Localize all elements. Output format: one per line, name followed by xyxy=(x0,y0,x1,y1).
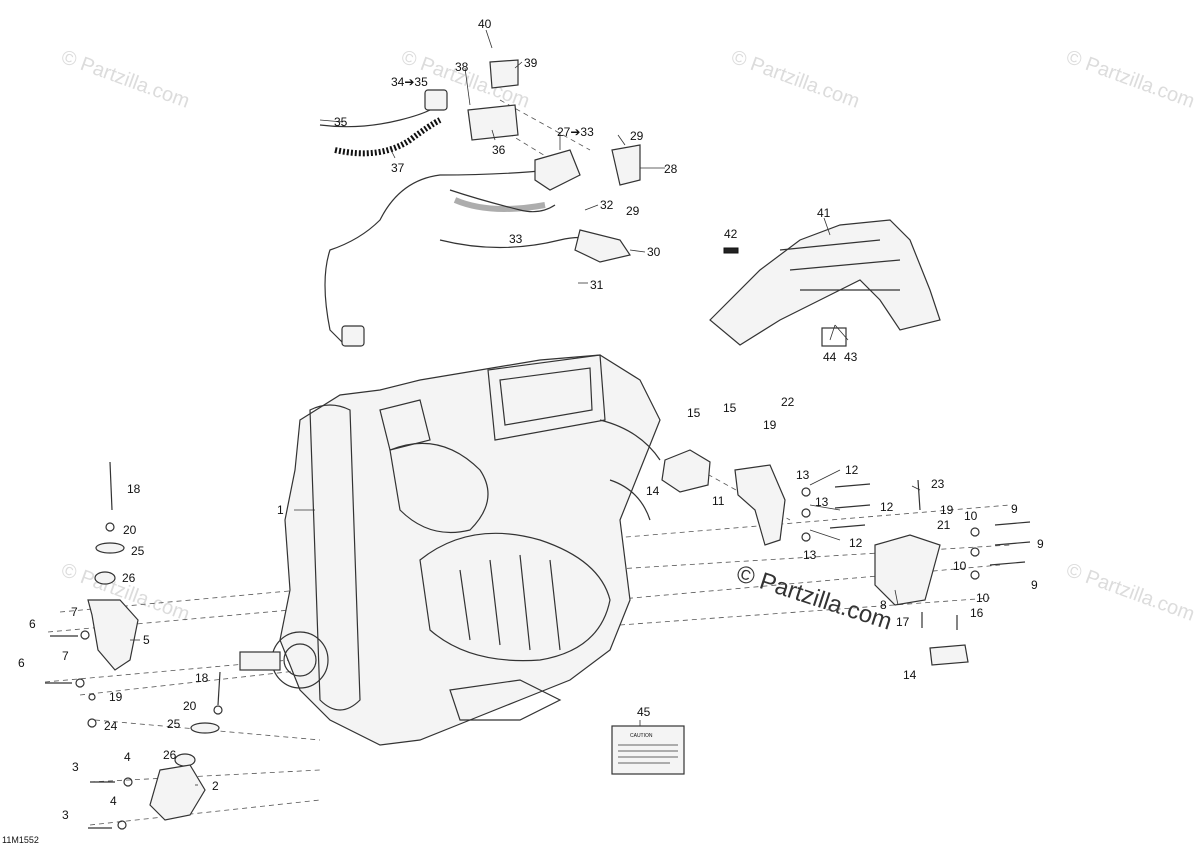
caution-label-box xyxy=(611,725,685,775)
callout-29: 29 xyxy=(626,204,640,218)
callout-3: 3 xyxy=(72,760,79,774)
callout-13: 13 xyxy=(803,548,817,562)
callout-9: 9 xyxy=(1037,537,1044,551)
callout-13: 13 xyxy=(796,468,810,482)
leader-lines xyxy=(130,29,921,786)
fastener-shape xyxy=(723,247,739,254)
callout-26: 26 xyxy=(122,571,136,585)
mount-11-shape xyxy=(734,464,786,546)
callout-18: 18 xyxy=(195,671,209,685)
callout-3: 3 xyxy=(62,808,69,822)
callout-4: 4 xyxy=(110,794,117,808)
mount-14-shape xyxy=(661,449,711,493)
callout-15: 15 xyxy=(687,406,701,420)
callout-39: 39 xyxy=(524,56,538,70)
watermark-group: © Partzilla.com © Partzilla.com © Partzi… xyxy=(58,46,1197,636)
callout-7: 7 xyxy=(71,605,78,619)
watermark-text: © Partzilla.com xyxy=(58,46,192,113)
callout-7: 7 xyxy=(62,649,69,663)
watermark-text: © Partzilla.com xyxy=(728,46,862,113)
bracket-41 xyxy=(709,219,941,347)
watermark-text: © Partzilla.com xyxy=(1063,559,1197,626)
connector-shape xyxy=(341,325,365,347)
mount-5-shape xyxy=(87,599,139,671)
assembly-guide-lines xyxy=(44,99,1011,826)
callout-38: 38 xyxy=(455,60,469,74)
callout-14: 14 xyxy=(646,484,660,498)
callout-9: 9 xyxy=(1031,578,1038,592)
engine-assembly xyxy=(239,354,661,746)
callout-17: 17 xyxy=(896,615,910,629)
callout-34-35: 34➔35 xyxy=(391,75,428,89)
callout-18: 18 xyxy=(127,482,141,496)
callout-5: 5 xyxy=(143,633,150,647)
callout-33: 33 xyxy=(509,232,523,246)
caution-label-text: CAUTION xyxy=(630,733,653,739)
mount-14b-shape xyxy=(929,644,969,666)
callout-20: 20 xyxy=(123,523,137,537)
callout-19: 19 xyxy=(940,503,954,517)
callout-32: 32 xyxy=(600,198,614,212)
callout-25: 25 xyxy=(167,717,181,731)
callout-26: 26 xyxy=(163,748,177,762)
callout-31: 31 xyxy=(590,278,604,292)
callout-12: 12 xyxy=(849,536,863,550)
callout-8: 8 xyxy=(880,598,887,612)
bolt-row xyxy=(801,479,1031,630)
callout-29: 29 xyxy=(630,129,644,143)
callout-4: 4 xyxy=(124,750,131,764)
mount-2-shape xyxy=(149,764,206,821)
callout-6: 6 xyxy=(18,656,25,670)
callout-15: 15 xyxy=(723,401,737,415)
callout-43: 43 xyxy=(844,350,858,364)
callout-16: 16 xyxy=(970,606,984,620)
mount-parts-left xyxy=(45,461,223,830)
callout-10: 10 xyxy=(976,591,990,605)
callout-10: 10 xyxy=(964,509,978,523)
callout-27-33: 27➔33 xyxy=(557,125,594,139)
watermark-text-prominent: © Partzilla.com xyxy=(733,560,895,636)
watermark-text: © Partzilla.com xyxy=(1063,46,1197,113)
callout-19: 19 xyxy=(763,418,777,432)
callout-12: 12 xyxy=(845,463,859,477)
callout-45: 45 xyxy=(637,705,651,719)
callout-25: 25 xyxy=(131,544,145,558)
wiring-harness-group xyxy=(319,59,641,347)
callout-23: 23 xyxy=(931,477,945,491)
callout-11: 11 xyxy=(712,494,725,508)
callout-36: 36 xyxy=(492,143,506,157)
callout-37: 37 xyxy=(391,161,405,175)
callout-41: 41 xyxy=(817,206,831,220)
callout-labels: 40 39 38 34➔35 35 36 27➔33 29 28 29 37 3… xyxy=(18,17,1044,822)
callout-2: 2 xyxy=(212,779,219,793)
callout-6: 6 xyxy=(29,617,36,631)
callout-1: 1 xyxy=(277,503,284,517)
callout-13: 13 xyxy=(815,495,829,509)
callout-24: 24 xyxy=(104,719,118,733)
callout-30: 30 xyxy=(647,245,661,259)
callout-40: 40 xyxy=(478,17,492,31)
caution-label-45: CAUTION xyxy=(611,725,685,775)
callout-12: 12 xyxy=(880,500,894,514)
callout-19: 19 xyxy=(109,690,123,704)
callout-22: 22 xyxy=(781,395,795,409)
callout-42: 42 xyxy=(724,227,738,241)
callout-44: 44 xyxy=(823,350,837,364)
callout-35: 35 xyxy=(334,115,348,129)
callout-21: 21 xyxy=(937,518,951,532)
diagram-reference-code: 11M1552 xyxy=(2,835,39,845)
callout-14: 14 xyxy=(903,668,917,682)
mount-8-shape xyxy=(874,534,941,606)
mount-parts-right xyxy=(661,449,1031,666)
callout-9: 9 xyxy=(1011,502,1018,516)
callout-10: 10 xyxy=(953,559,967,573)
callout-20: 20 xyxy=(183,699,197,713)
callout-28: 28 xyxy=(664,162,678,176)
